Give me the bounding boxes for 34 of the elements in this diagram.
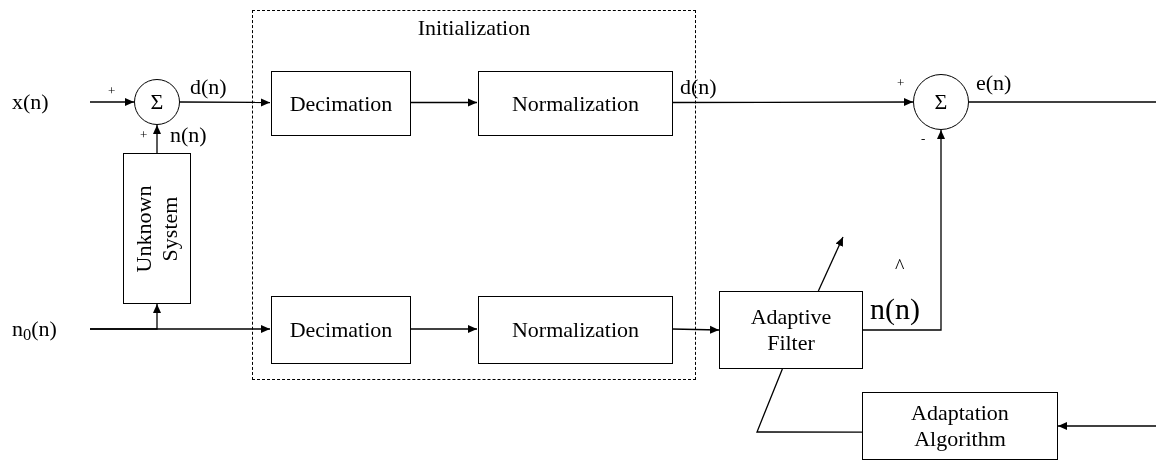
signal-arrow	[1057, 422, 1156, 430]
plus-sign: +	[108, 84, 116, 97]
signal-arrow	[179, 98, 271, 107]
summing-junction: Σ	[913, 74, 969, 130]
signal-arrow	[89, 98, 135, 106]
block-label: Unknown System	[131, 184, 183, 274]
unknown-system-block	[123, 153, 191, 304]
summing-junction: Σ	[134, 79, 180, 125]
edge-label: n(n)	[170, 124, 207, 146]
process-block: Normalization	[478, 296, 673, 364]
plus-sign: +	[897, 76, 905, 89]
minus-sign: -	[921, 132, 926, 145]
edge-label: n(n)	[870, 294, 920, 324]
signal-label: x(n)	[12, 89, 90, 115]
process-block: Decimation	[271, 71, 411, 136]
signal-arrow	[89, 303, 161, 330]
signal-arrow	[153, 124, 161, 154]
signal-arrow	[409, 98, 478, 107]
signal-arrow	[409, 325, 478, 333]
plus-sign: +	[140, 128, 148, 141]
signal-arrow	[671, 98, 914, 106]
process-block: Decimation	[271, 296, 411, 364]
signal-label: n$_{0}$(n)	[12, 316, 90, 342]
process-block: Adaptation Algorithm	[862, 392, 1058, 460]
process-block: Adaptive Filter	[719, 291, 863, 369]
edge-label: e(n)	[976, 72, 1012, 94]
group-title: Initialization	[416, 15, 532, 41]
signal-arrow	[817, 236, 844, 292]
hat-symbol: ^	[895, 256, 905, 276]
signal-arrow	[862, 129, 945, 331]
signal-arrow	[671, 325, 720, 334]
edge-label: d(n)	[190, 76, 227, 98]
process-block: Normalization	[478, 71, 673, 136]
edge-label: d(n)	[680, 76, 717, 98]
